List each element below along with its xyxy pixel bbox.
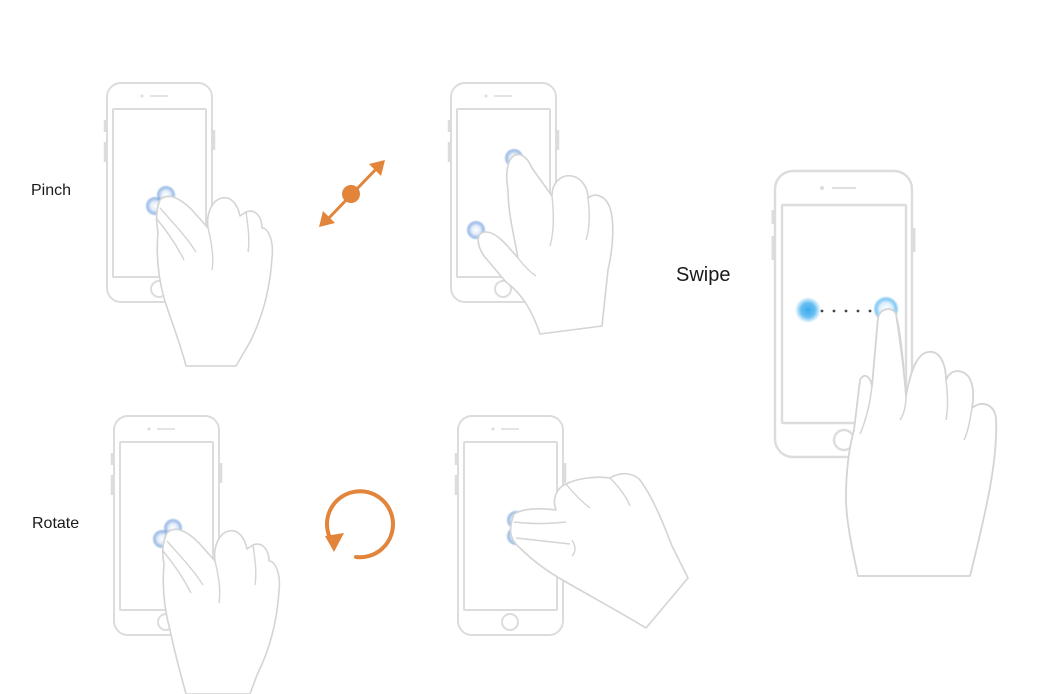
swipe-illustration <box>771 169 998 577</box>
rotate-label: Rotate <box>32 515 80 532</box>
rotate-end-illustration <box>454 415 689 636</box>
pinch-start-illustration <box>103 82 274 367</box>
hand-icon <box>845 308 998 577</box>
pinch-label: Pinch <box>31 182 72 199</box>
hand-icon <box>509 472 689 629</box>
pinch-indicator-icon <box>319 160 385 227</box>
pinch-end-illustration <box>447 82 614 335</box>
phone-icon <box>771 169 916 459</box>
hand-icon <box>155 195 274 367</box>
swipe-label: Swipe <box>676 264 731 286</box>
hand-icon <box>477 153 614 335</box>
phone-icon <box>103 82 216 303</box>
rotate-indicator-icon <box>325 489 395 560</box>
hand-icon <box>161 528 281 694</box>
rotate-start-illustration <box>110 415 281 694</box>
